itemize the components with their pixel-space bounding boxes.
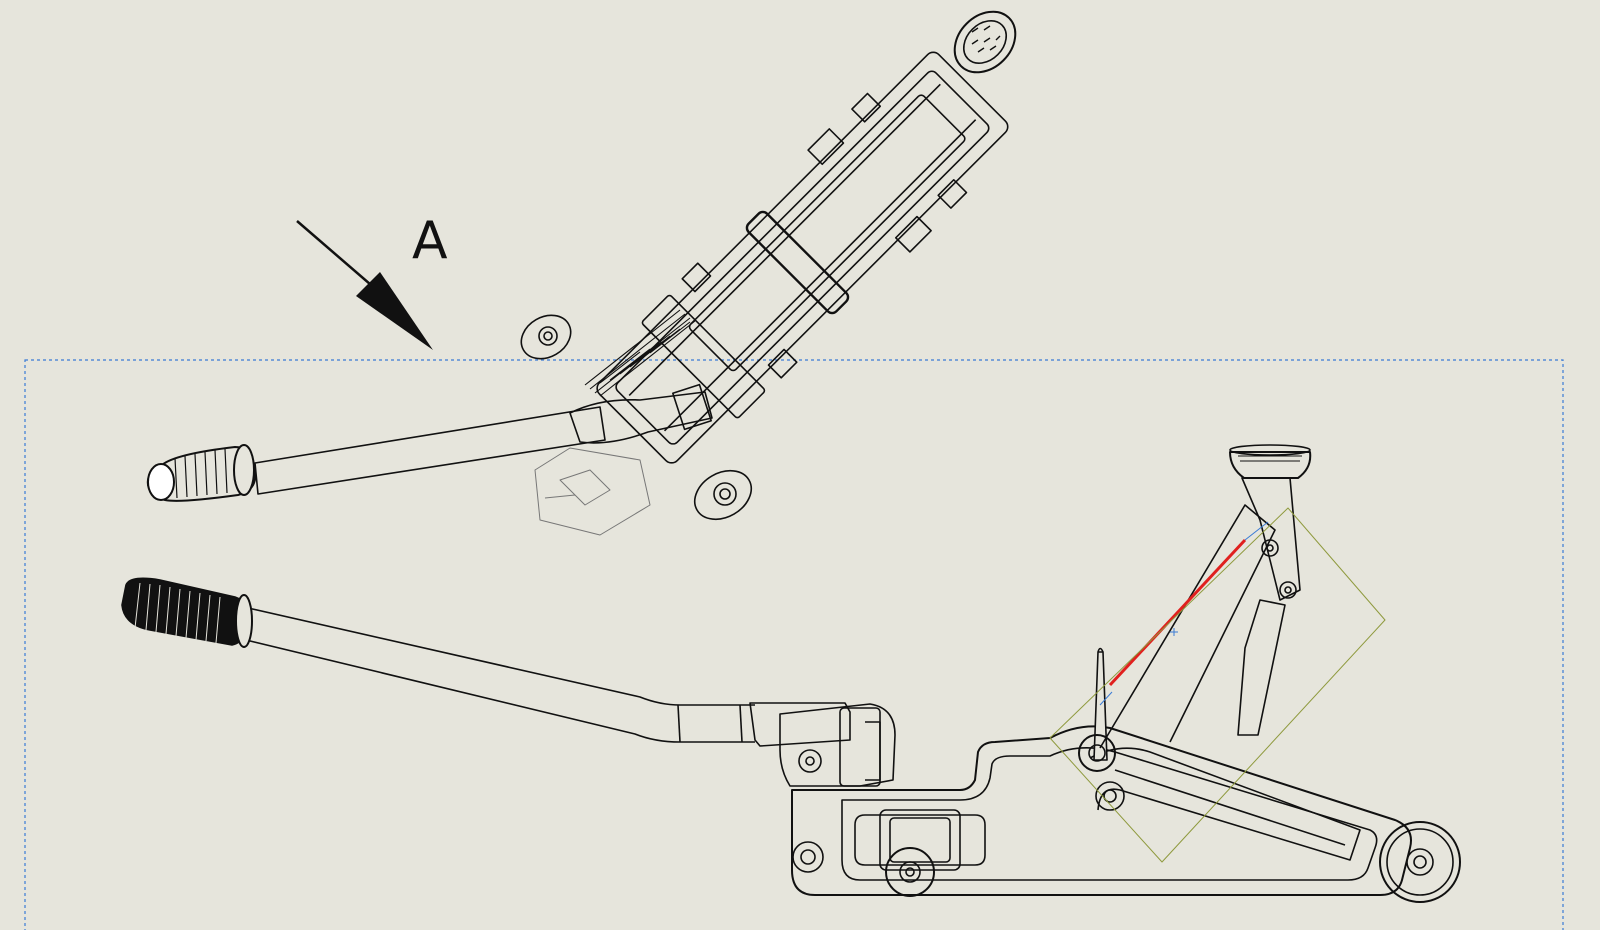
saddle-cup [1229,451,1312,479]
aux-block-1 [851,92,882,123]
aux-handle-grip[interactable] [146,444,257,502]
saddle-ribs [1238,455,1302,462]
lower-pivot-inner [1103,789,1117,803]
chassis-rib-2 [1114,769,1346,846]
release-lever-body [1093,651,1108,761]
rear-caster-axle [905,867,915,877]
aux-saddle-pattern [971,25,1001,53]
view-arrow-head [356,272,433,350]
aux-pump-unit[interactable] [534,447,651,536]
handle-bend-line [677,704,681,743]
aux-wheel-rear-axle [719,488,731,500]
pump-unit[interactable] [749,702,896,787]
aux-saddle-rim [953,10,1017,74]
lift-arm-outline [1099,504,1276,749]
rear-caster-small [792,841,824,873]
aux-rail-2 [663,119,977,432]
aux-spring [584,309,696,397]
release-lever-pivot [1078,734,1116,772]
reference-plane-origin [1170,628,1178,636]
side-view-jack[interactable] [121,444,1461,903]
aux-pump-body [534,447,651,536]
rear-caster[interactable] [792,809,961,897]
rear-caster-wheel [885,847,935,897]
lift-arm[interactable] [1099,477,1301,749]
lift-arm-pin-lower [1279,581,1297,599]
aux-grip-collar [233,444,255,496]
aux-bracket-right [807,128,845,166]
view-arrow-label: A [412,211,448,271]
front-wheel-rim [1386,828,1454,896]
aux-wheel-rear[interactable] [686,461,760,529]
handle-tube-top [247,607,755,706]
pump-pivot-inner [805,756,815,766]
aux-wheel-rear-outer [693,469,753,521]
highlight-guide-1 [1244,521,1269,541]
aux-chassis-outer [596,51,1009,464]
aux-block-3 [767,348,798,379]
saddle[interactable] [1229,444,1312,479]
aux-saddle[interactable] [943,0,1028,84]
aux-wheel-front-hub [538,326,558,346]
grip-collar [235,594,253,648]
chassis-inner [841,747,1378,881]
front-wheel-hub [1406,848,1434,876]
lift-arm-strut [1237,599,1286,736]
grip-body [121,577,250,646]
aux-crossbar [745,210,850,315]
aux-block-4 [681,262,712,293]
chassis-slot [854,814,986,866]
aux-wheel-front-axle [543,331,553,341]
lift-arm-pin-lower-inner [1284,586,1292,594]
release-lever-pivot-inner [1088,744,1106,762]
pump-cylinder [839,707,881,787]
release-lever[interactable] [1078,647,1125,811]
lift-arm-pin-upper [1261,539,1279,557]
view-arrow-a[interactable]: A [296,211,448,350]
aux-bracket-left [641,294,766,419]
rear-caster-small-hub [800,849,816,865]
rear-caster-hub [899,861,921,883]
aux-handle-socket [569,391,713,444]
aux-wheel-front-outer [520,314,572,360]
release-lever-tip [1097,647,1104,653]
view-selection-box[interactable] [24,359,1564,930]
lift-arm-pin-upper-inner [1266,544,1274,552]
aux-bracket-right-2 [894,215,932,253]
highlight-guide-2 [1099,691,1113,706]
aux-wheel-front[interactable] [513,307,578,368]
front-wheel-axle [1413,855,1427,869]
aux-grip-texture [174,448,228,499]
highlighted-edge[interactable] [1108,538,1247,687]
aux-rail-1 [628,83,941,397]
chassis-rib [1089,747,1361,861]
handle-grip[interactable] [121,577,253,648]
pump-socket [749,702,851,747]
aux-lift-arm [688,94,966,372]
lower-pivot [1095,781,1125,811]
saddle-top [1229,444,1311,456]
pump-ram [865,721,881,781]
pump-body [779,703,896,787]
grip-ribs [134,582,221,644]
reference-plane[interactable] [1049,507,1386,863]
auxiliary-view-jack[interactable] [146,0,1028,536]
rear-caster-bracket-inner [889,817,951,863]
aux-handle-clip [672,383,712,431]
handle[interactable] [245,607,755,743]
front-wheel[interactable] [1379,821,1461,903]
aux-wheel-rear-hub [713,482,737,506]
aux-pump-detail [544,469,611,506]
aux-block-2 [937,178,968,209]
aux-chassis-inner [615,70,990,445]
aux-grip-end [147,463,175,501]
aux-handle-tube [254,406,606,495]
aux-chassis[interactable] [582,37,1023,478]
aux-handle[interactable] [254,383,713,495]
pump-pivot [798,749,822,773]
handle-socket-line [739,704,743,743]
aux-saddle-pad [962,19,1008,65]
front-wheel-outer [1379,821,1461,903]
